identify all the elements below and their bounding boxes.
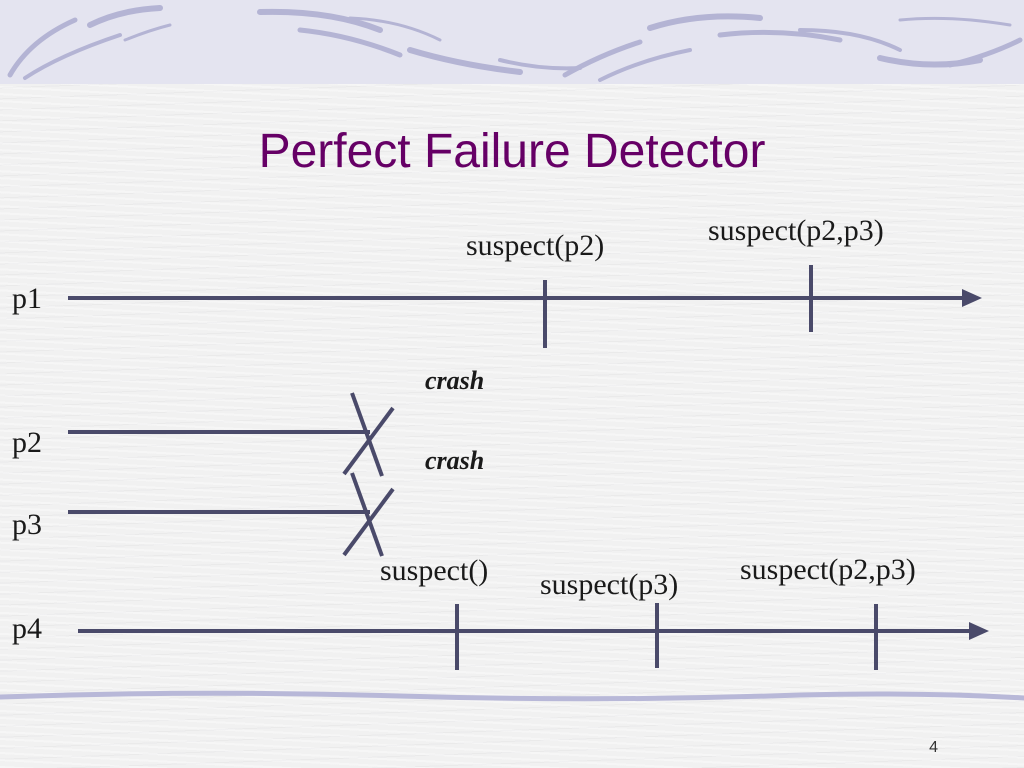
p3-crash-label: crash bbox=[425, 446, 485, 475]
header-decoration bbox=[0, 0, 1024, 84]
p4-arrowhead bbox=[969, 622, 989, 640]
p2-crash-mark-a bbox=[350, 392, 384, 477]
p2-crash-label: crash bbox=[425, 366, 485, 395]
p1-arrowhead bbox=[962, 289, 982, 307]
p3-crash-mark-b bbox=[342, 487, 395, 557]
p1-suspect-label-1: suspect(p2) bbox=[466, 229, 605, 262]
p1-suspect-label-2: suspect(p2,p3) bbox=[708, 214, 884, 247]
p4-suspect-label-1: suspect() bbox=[380, 554, 489, 587]
page-number: 4 bbox=[929, 739, 938, 756]
p2-crash-mark-b bbox=[342, 406, 395, 476]
p3-label: p3 bbox=[12, 508, 42, 541]
p2-label: p2 bbox=[12, 426, 42, 459]
p1-label: p1 bbox=[12, 282, 42, 315]
p4-suspect-label-3: suspect(p2,p3) bbox=[740, 553, 916, 586]
p3-crash-mark-a bbox=[350, 472, 384, 557]
p4-label: p4 bbox=[12, 612, 42, 645]
p4-suspect-label-2: suspect(p3) bbox=[540, 568, 679, 601]
slide-title: Perfect Failure Detector bbox=[258, 125, 766, 178]
